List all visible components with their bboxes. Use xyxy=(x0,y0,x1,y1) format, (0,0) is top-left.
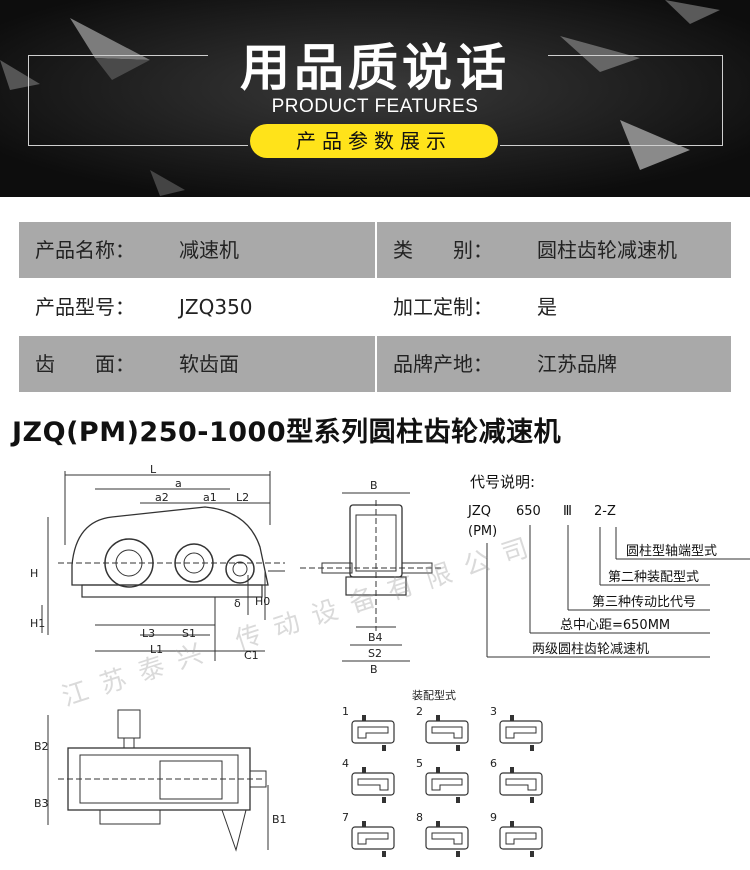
frame-line xyxy=(500,145,723,146)
dim-B-top: B xyxy=(370,479,378,492)
dim-a2: a2 xyxy=(155,491,169,504)
assembly-form-6: 6 xyxy=(490,757,543,803)
dim-B1: B1 xyxy=(272,813,287,826)
legend-title: 代号说明: xyxy=(470,473,535,491)
legend-code-iii: Ⅲ xyxy=(563,504,572,519)
banner-subtitle: PRODUCT FEATURES xyxy=(271,96,479,117)
dim-a1: a1 xyxy=(203,491,217,504)
legend-code-2z: 2-Z xyxy=(594,504,616,519)
assembly-number: 4 xyxy=(342,757,349,770)
param-label: 产品型号： xyxy=(35,295,135,319)
param-label: 类 别： xyxy=(393,238,493,262)
param-row: 齿 面： 软齿面 品牌产地： 江苏品牌 xyxy=(19,336,731,392)
legend-item: 两级圆柱齿轮减速机 xyxy=(532,642,649,657)
param-label: 齿 面： xyxy=(35,352,135,376)
param-cell: 加工定制： 是 xyxy=(377,279,731,335)
param-cell: 产品名称： 减速机 xyxy=(19,222,375,278)
assembly-form-2: 2 xyxy=(416,705,469,751)
assembly-form-3: 3 xyxy=(490,705,543,751)
dim-B2: B2 xyxy=(34,740,49,753)
frame-line xyxy=(28,145,248,146)
legend-leader-lines xyxy=(486,525,750,658)
legend-item: 总中心距=650MM xyxy=(560,618,670,633)
frame-line xyxy=(28,55,208,56)
dim-L3: L3 xyxy=(142,627,155,640)
paper-plane-shape xyxy=(70,18,150,60)
dim-S2: S2 xyxy=(368,647,382,660)
param-row: 产品型号： JZQ350 加工定制： 是 xyxy=(19,279,731,335)
assembly-number: 3 xyxy=(490,705,497,718)
dim-H0: H0 xyxy=(255,595,270,608)
assembly-form-7: 7 xyxy=(342,811,395,857)
assembly-form-8: 8 xyxy=(416,811,469,857)
param-cell: 品牌产地： 江苏品牌 xyxy=(377,336,731,392)
legend-code-pm: (PM) xyxy=(468,524,497,539)
assembly-number: 9 xyxy=(490,811,497,824)
assembly-form-5: 5 xyxy=(416,757,469,803)
dim-C1: C1 xyxy=(244,649,259,662)
param-row: 产品名称： 减速机 类 别： 圆柱齿轮减速机 xyxy=(19,222,731,278)
param-value: 是 xyxy=(537,295,557,319)
legend-item: 第二种装配型式 xyxy=(608,570,699,585)
section-pill: 产品参数展示 xyxy=(250,124,498,158)
assembly-form-9: 9 xyxy=(490,811,543,857)
param-value: 软齿面 xyxy=(179,352,239,376)
dim-B-bottom: B xyxy=(370,663,378,676)
assembly-number: 1 xyxy=(342,705,349,718)
assembly-form-4: 4 xyxy=(342,757,395,803)
frame-line xyxy=(28,55,29,145)
series-heading: JZQ(PM)250-1000型系列圆柱齿轮减速机 xyxy=(12,417,562,448)
assembly-form-1: 1 xyxy=(342,705,395,751)
plan-view xyxy=(47,709,269,852)
dim-B3: B3 xyxy=(34,797,49,810)
dim-L1: L1 xyxy=(150,643,163,656)
param-cell: 齿 面： 软齿面 xyxy=(19,336,375,392)
assembly-number: 7 xyxy=(342,811,349,824)
param-cell: 产品型号： JZQ350 xyxy=(19,279,375,335)
assembly-number: 6 xyxy=(490,757,497,770)
assembly-number: 5 xyxy=(416,757,423,770)
param-value: 江苏品牌 xyxy=(537,352,617,376)
banner-background xyxy=(0,0,750,197)
assembly-title: 装配型式 xyxy=(412,688,456,702)
param-label: 加工定制： xyxy=(393,295,493,319)
param-value: 减速机 xyxy=(179,238,239,262)
param-label: 产品名称： xyxy=(35,238,135,262)
legend-item: 第三种传动比代号 xyxy=(592,595,696,610)
legend-item: 圆柱型轴端型式 xyxy=(626,544,717,559)
param-value: JZQ350 xyxy=(179,295,253,319)
frame-line xyxy=(548,55,723,56)
technical-drawing: L a a2 a1 L2 H H1 H0 δ L3 S1 L1 C1 B B4 … xyxy=(30,463,750,857)
dim-H1: H1 xyxy=(30,617,45,630)
banner: 用品质说话 PRODUCT FEATURES 产品参数展示 xyxy=(0,0,750,197)
dim-L2: L2 xyxy=(236,491,249,504)
frame-line xyxy=(722,55,723,145)
param-label: 品牌产地： xyxy=(393,352,493,376)
legend-code-jzq: JZQ xyxy=(467,504,491,519)
param-value: 圆柱齿轮减速机 xyxy=(537,238,677,262)
assembly-number: 2 xyxy=(416,705,423,718)
end-view xyxy=(300,492,442,662)
legend-code-650: 650 xyxy=(516,504,541,519)
dim-H: H xyxy=(30,567,38,580)
assembly-grid: 1 2 3 4 5 6 7 8 9 xyxy=(342,705,543,857)
assembly-number: 8 xyxy=(416,811,423,824)
dim-B4: B4 xyxy=(368,631,383,644)
dim-delta: δ xyxy=(234,597,241,610)
dim-L: L xyxy=(150,463,157,476)
parameter-table: 产品名称： 减速机 类 别： 圆柱齿轮减速机 产品型号： JZQ350 加工定制… xyxy=(19,222,731,393)
param-cell: 类 别： 圆柱齿轮减速机 xyxy=(377,222,731,278)
dim-S1: S1 xyxy=(182,627,196,640)
banner-title: 用品质说话 xyxy=(240,39,510,97)
dim-a: a xyxy=(175,477,182,490)
side-view xyxy=(41,471,285,661)
